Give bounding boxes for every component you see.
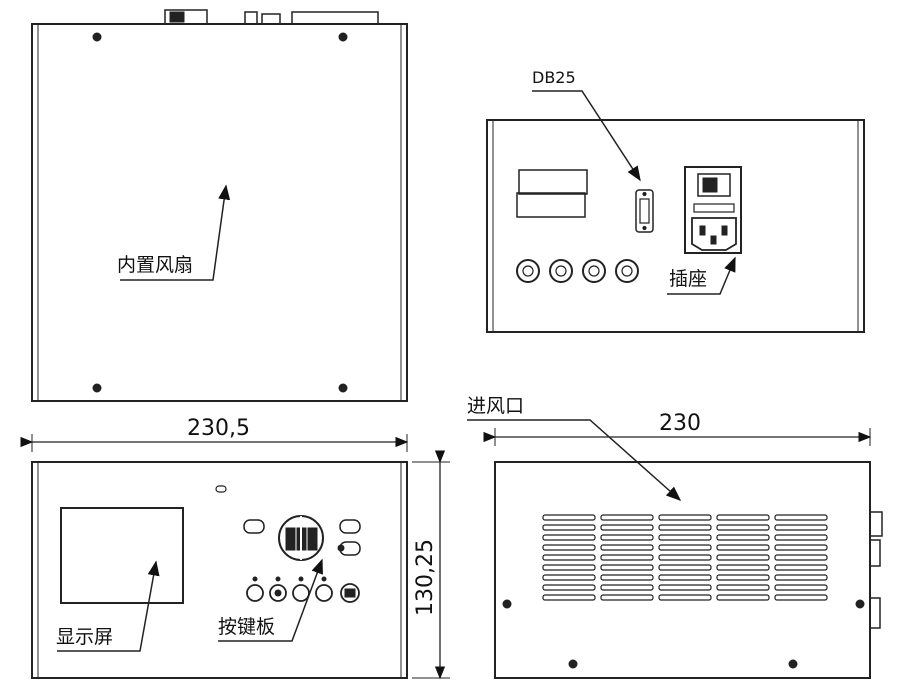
round-connector xyxy=(516,259,540,283)
navigation-dial xyxy=(278,515,324,561)
iec-socket-icon xyxy=(691,217,737,251)
power-switch xyxy=(697,173,731,197)
vent-slot xyxy=(542,594,596,601)
vent-slot xyxy=(716,584,770,591)
front-width-label: 230,5 xyxy=(187,416,250,441)
vent-slot xyxy=(658,564,712,571)
round-connector xyxy=(615,259,639,283)
vent-slot xyxy=(774,524,828,531)
vent-slot xyxy=(600,544,654,551)
vent-slot xyxy=(716,514,770,521)
front-panel xyxy=(31,461,408,679)
vent-slot xyxy=(542,534,596,541)
keypad-leader xyxy=(218,558,323,642)
vent-slot xyxy=(774,584,828,591)
socket-label: 插座 xyxy=(669,268,707,290)
vent-slot xyxy=(600,524,654,531)
vent-slot xyxy=(716,564,770,571)
vent-slot xyxy=(774,544,828,551)
vent-slot xyxy=(600,574,654,581)
vent-slot xyxy=(600,554,654,561)
vent-slot xyxy=(600,514,654,521)
screw-icon xyxy=(568,659,578,669)
front-height-label: 130,25 xyxy=(413,539,438,616)
vent-slot xyxy=(658,574,712,581)
round-connector xyxy=(549,259,573,283)
side-view xyxy=(467,419,883,679)
vent-slot xyxy=(658,554,712,561)
vent-slot xyxy=(658,524,712,531)
vent-slot xyxy=(658,594,712,601)
side-width-label: 230 xyxy=(659,411,701,436)
vent-slot xyxy=(542,524,596,531)
screw-icon xyxy=(92,32,102,42)
vent-grid xyxy=(542,514,828,601)
keypad-button-row xyxy=(246,576,360,603)
vent-slot xyxy=(716,574,770,581)
vent-slot xyxy=(716,554,770,561)
screw-icon xyxy=(502,599,512,609)
connector-protrusion xyxy=(244,11,258,25)
vent-slot xyxy=(774,514,828,521)
connector-protrusion-2 xyxy=(261,13,281,25)
display-screen xyxy=(60,507,184,604)
switch-knob xyxy=(169,11,185,23)
vent-slot xyxy=(774,554,828,561)
vent-slot xyxy=(658,544,712,551)
vent-slot xyxy=(774,574,828,581)
vent-slot xyxy=(542,514,596,521)
vent-slot xyxy=(774,594,828,601)
db25-connector xyxy=(635,189,654,233)
vent-slot xyxy=(658,514,712,521)
vent-slot xyxy=(600,564,654,571)
indicator-led xyxy=(215,485,227,493)
db25-label: DB25 xyxy=(532,68,576,87)
db25-leader xyxy=(532,90,641,182)
screw-icon xyxy=(92,383,102,393)
vent-slot xyxy=(774,534,828,541)
db25-protrusion xyxy=(291,11,379,25)
screw-icon xyxy=(338,383,348,393)
display-leader xyxy=(57,560,160,652)
top-view xyxy=(31,9,408,402)
rear-slot xyxy=(518,169,588,195)
vent-slot xyxy=(600,534,654,541)
fan-label: 内置风扇 xyxy=(117,254,193,276)
vent-slot xyxy=(600,584,654,591)
vent-slot xyxy=(658,584,712,591)
keypad-button xyxy=(339,519,361,534)
power-inlet-module xyxy=(684,166,742,254)
vent-slot xyxy=(716,544,770,551)
vent-slot xyxy=(716,524,770,531)
socket-leader xyxy=(667,256,736,295)
front-view xyxy=(20,434,450,680)
vent-slot xyxy=(600,594,654,601)
keypad-button xyxy=(243,519,265,534)
vent-slot xyxy=(542,574,596,581)
vent-slot xyxy=(658,534,712,541)
screw-icon xyxy=(338,32,348,42)
screw-icon xyxy=(855,599,865,609)
display-label: 显示屏 xyxy=(56,626,113,648)
top-panel xyxy=(31,23,408,402)
rear-slot xyxy=(516,192,586,218)
vent-slot xyxy=(774,564,828,571)
vent-leader xyxy=(467,419,682,501)
side-panel xyxy=(494,461,871,679)
rear-view xyxy=(486,90,865,333)
vent-label: 进风口 xyxy=(467,395,524,417)
keypad-label: 按键板 xyxy=(218,616,275,638)
vent-slot xyxy=(716,594,770,601)
rear-panel xyxy=(486,119,865,333)
vent-slot xyxy=(542,554,596,561)
vent-slot xyxy=(716,534,770,541)
vent-slot xyxy=(542,584,596,591)
vent-slot xyxy=(542,564,596,571)
screw-icon xyxy=(788,659,798,669)
round-connector xyxy=(582,259,606,283)
vent-slot xyxy=(542,544,596,551)
fan-leader xyxy=(120,184,231,281)
